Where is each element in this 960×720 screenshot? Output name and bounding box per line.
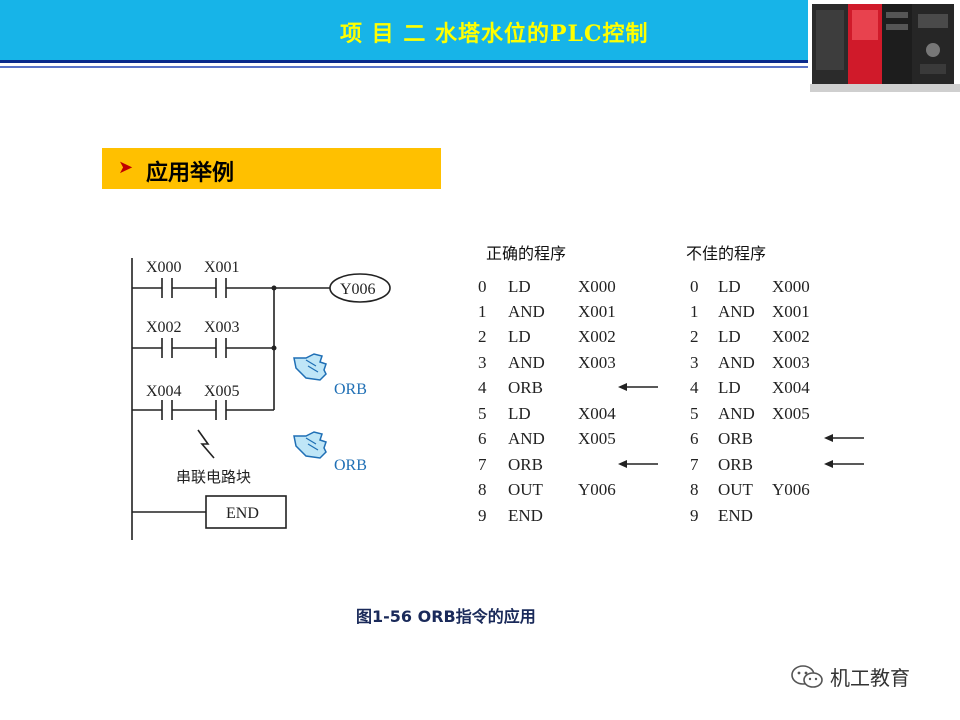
coil-label: Y006 (340, 281, 376, 298)
page-title: 项 目 二 水塔水位的PLC控制 (340, 21, 649, 47)
orb-label-2: ORB (334, 457, 367, 474)
header-bar (0, 0, 808, 60)
watermark-text: 机工教育 (830, 666, 910, 690)
header-divider (0, 60, 808, 63)
contact-label-x000: X000 (146, 259, 182, 276)
figure-caption: 图1-56 ORB指令的应用 (356, 607, 536, 626)
bullet-arrow-icon: ➤ (118, 157, 134, 178)
section-label: 应用举例 (146, 160, 235, 186)
plc-device-icon (810, 0, 960, 92)
hand-pointer-icon (293, 431, 327, 459)
arrow-left-icon (824, 460, 864, 468)
orb-label-1: ORB (334, 381, 367, 398)
arrow-left-icon (618, 460, 658, 468)
contact-label-x001: X001 (204, 259, 240, 276)
arrow-left-icon (824, 434, 864, 442)
header-divider-thin (0, 66, 808, 68)
contact-label-x002: X002 (146, 319, 182, 336)
series-block-label: 串联电路块 (176, 468, 251, 486)
hand-pointer-icon (293, 353, 327, 381)
section-header: ➤ 应用举例 (102, 148, 441, 189)
arrow-left-icon (618, 383, 658, 391)
wechat-icon (791, 664, 823, 688)
poor-program-title: 不佳的程序 (686, 244, 767, 263)
contact-label-x005: X005 (204, 383, 240, 400)
watermark: 机工教育 (790, 662, 910, 691)
contact-label-x004: X004 (146, 383, 182, 400)
correct-program-title: 正确的程序 (486, 244, 567, 263)
contact-label-x003: X003 (204, 319, 240, 336)
end-label: END (226, 505, 259, 522)
ladder-diagram: X000 X001 X002 X003 X004 X005 Y006 END 串… (131, 258, 391, 540)
